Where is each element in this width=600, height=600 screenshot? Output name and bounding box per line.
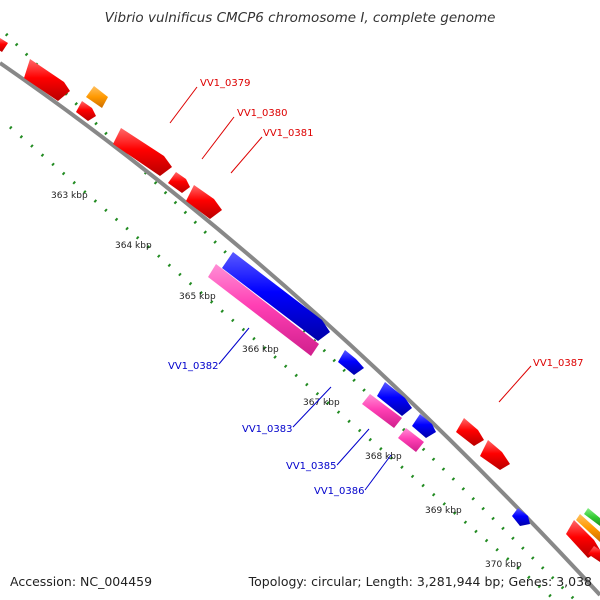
callout-line-0380 — [201, 116, 235, 160]
gene-blue-lower — [512, 508, 530, 526]
gene-red-large-1 — [24, 59, 70, 101]
genome-backbone — [0, 61, 600, 597]
gene-label-0387[interactable]: VV1_0387 — [533, 358, 584, 369]
kbp-label-369: 369 kbp — [425, 506, 462, 516]
reverse-strand-genes — [208, 264, 530, 526]
gene-label-0385[interactable]: VV1_0385 — [286, 461, 337, 472]
kbp-label-364: 364 kbp — [115, 241, 152, 251]
gene-red-edge-2 — [588, 546, 600, 562]
gene-red-edge — [566, 520, 600, 558]
kbp-label-363: 363 kbp — [51, 191, 88, 201]
forward-strand-genes — [0, 38, 600, 562]
gene-red-0379 — [113, 128, 172, 176]
gene-pink-small — [398, 428, 424, 452]
callout-line-0387 — [498, 365, 532, 403]
kbp-label-370: 370 kbp — [485, 560, 522, 570]
callout-line-0379 — [169, 86, 198, 124]
callout-line-0385 — [336, 428, 370, 466]
kbp-label-367: 367 kbp — [303, 398, 340, 408]
gene-blue-mid-2 — [412, 414, 436, 438]
gene-label-0381[interactable]: VV1_0381 — [263, 128, 314, 139]
kbp-scale: 363 kbp 364 kbp 365 kbp 366 kbp 367 kbp … — [51, 191, 522, 570]
gene-label-0380[interactable]: VV1_0380 — [237, 108, 288, 119]
topology-text: Topology: circular; Length: 3,281,944 bp… — [248, 574, 592, 589]
gene-label-0386[interactable]: VV1_0386 — [314, 486, 365, 497]
gene-red-small-2 — [168, 172, 190, 193]
gene-blue-mid — [377, 382, 412, 416]
callout-line-0381 — [230, 136, 263, 174]
gene-label-0379[interactable]: VV1_0379 — [200, 78, 251, 89]
gene-red-right-1 — [456, 418, 484, 446]
callout-line-0382 — [218, 327, 250, 365]
kbp-label-366: 366 kbp — [242, 345, 279, 355]
callout-line-0383 — [292, 386, 332, 428]
gene-orange — [86, 86, 108, 108]
kbp-label-365: 365 kbp — [179, 292, 216, 302]
gene-red-partial — [0, 38, 8, 52]
gene-blue-small — [338, 350, 364, 375]
gene-red-0387 — [480, 440, 510, 470]
map-title: Vibrio vulnificus CMCP6 chromosome I, co… — [105, 10, 496, 26]
callout-line-0386 — [364, 454, 392, 491]
gene-red-0381 — [186, 185, 222, 219]
gene-label-0382[interactable]: VV1_0382 — [168, 361, 219, 372]
gene-label-0383[interactable]: VV1_0383 — [242, 424, 293, 435]
gene-pink-long — [208, 264, 319, 356]
kbp-label-368: 368 kbp — [365, 452, 402, 462]
gene-green-edge — [584, 508, 600, 526]
gene-labels: VV1_0379 VV1_0380 VV1_0381 VV1_0382 VV1_… — [168, 78, 584, 497]
gene-pink-mid — [362, 394, 402, 428]
accession-text: Accession: NC_004459 — [10, 574, 152, 589]
gene-orange-edge — [576, 514, 600, 542]
gene-blue-long — [222, 252, 330, 341]
gene-red-small — [76, 101, 96, 121]
inner-tick-ring — [9, 125, 556, 600]
gene-callouts — [169, 86, 532, 491]
